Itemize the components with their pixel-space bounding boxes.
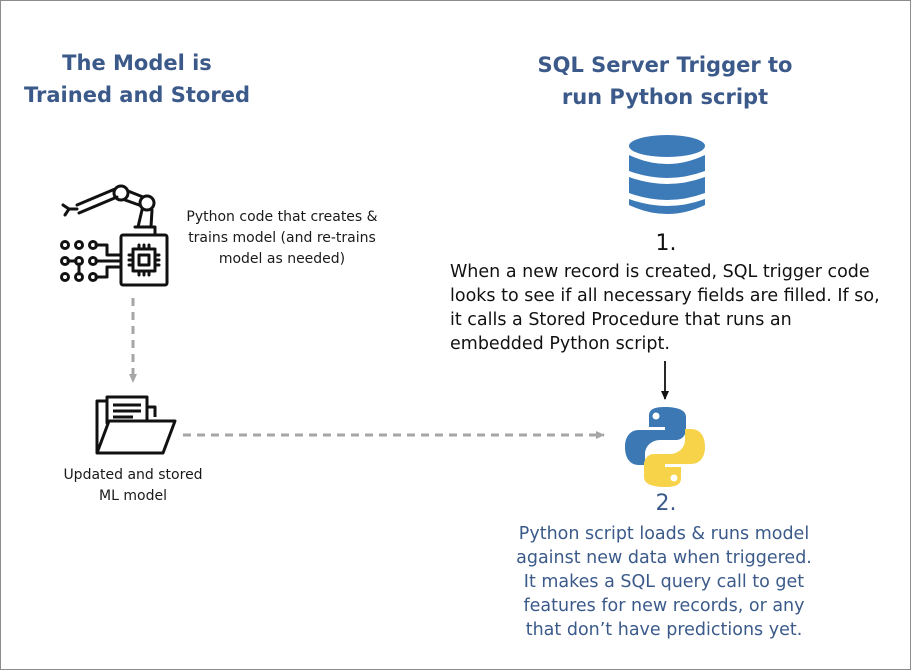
- step-1-number: 1.: [655, 231, 677, 256]
- robot-caption: Python code that creates & trains model …: [177, 207, 387, 270]
- step-2-line-2: against new data when triggered.: [516, 548, 812, 568]
- right-heading: SQL Server Trigger to run Python script: [501, 49, 829, 113]
- folder-caption: Updated and stored ML model: [43, 465, 223, 507]
- step-2-line-3: It makes a SQL query call to get: [523, 572, 805, 592]
- right-heading-line-2: run Python script: [561, 85, 769, 109]
- step-2-line-5: that don’t have predictions yet.: [525, 620, 803, 640]
- step-2-line-1: Python script loads & runs model: [518, 524, 810, 544]
- step-1-line-3: it calls a Stored Procedure that runs an: [450, 310, 792, 330]
- left-heading-line-2: Trained and Stored: [24, 83, 250, 107]
- robot-caption-line-3: model as needed): [218, 251, 346, 267]
- step-1-line-4: embedded Python script.: [450, 334, 670, 354]
- robot-caption-line-2: trains model (and re-trains: [188, 230, 376, 246]
- left-heading: The Model is Trained and Stored: [21, 47, 253, 111]
- step-2-description: Python script loads & runs model against…: [499, 522, 829, 642]
- step-2-line-4: features for new records, or any: [523, 596, 805, 616]
- step-1-line-1: When a new record is created, SQL trigge…: [450, 262, 870, 282]
- step-1-line-2: looks to see if all necessary fields are…: [450, 286, 880, 306]
- folder-caption-line-2: ML model: [99, 488, 167, 504]
- database-icon: [629, 135, 705, 214]
- step-2-number: 2.: [655, 491, 677, 516]
- python-logo-icon: [625, 407, 705, 487]
- right-heading-line-1: SQL Server Trigger to: [537, 53, 793, 77]
- open-folder-icon: [95, 395, 177, 455]
- robot-arm-chip-icon: [60, 184, 169, 287]
- left-heading-line-1: The Model is: [62, 51, 212, 75]
- step-1-description: When a new record is created, SQL trigge…: [450, 260, 880, 356]
- folder-caption-line-1: Updated and stored: [63, 467, 203, 483]
- robot-caption-line-1: Python code that creates &: [186, 209, 378, 225]
